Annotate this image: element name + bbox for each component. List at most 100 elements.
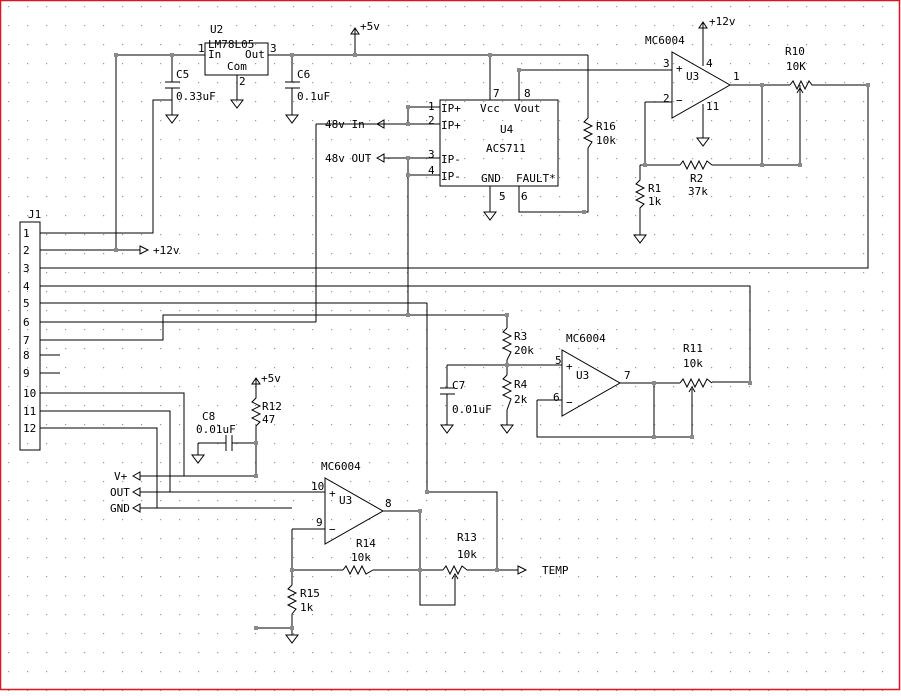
opamp-bottom-pin10: 10 xyxy=(311,480,324,493)
j1-pin-label: 6 xyxy=(23,316,30,329)
opamp-mid-pin5: 5 xyxy=(555,354,562,367)
r10-ref: R10 xyxy=(785,45,805,58)
opamp-top-plus: + xyxy=(676,62,683,75)
opamp-mid-ref: U3 xyxy=(576,369,589,382)
opamp-top-pin2: 2 xyxy=(663,92,670,105)
u4-pin3: 3 xyxy=(428,148,435,161)
gnd-u2-icon xyxy=(230,99,244,109)
u2-pin2: 2 xyxy=(239,75,246,88)
j1-pin-label: 11 xyxy=(23,405,36,418)
gnd-arrow-icon xyxy=(131,503,141,513)
r4-resistor: R4 2k xyxy=(500,374,528,434)
u4-ip2: IP+ xyxy=(441,119,461,132)
u4-pin7: 7 xyxy=(493,87,500,100)
opamp-bottom-ref: U3 xyxy=(339,494,352,507)
u2-regulator: U2 LM78L05 In Out Com 1 3 2 xyxy=(198,23,277,88)
r14-value: 10k xyxy=(351,551,371,564)
r16-value: 10k xyxy=(596,134,616,147)
c6-capacitor: C6 0.1uF xyxy=(285,68,330,124)
u2-ref: U2 xyxy=(210,23,223,36)
j1-ref: J1 xyxy=(28,208,41,221)
u2-pin1: 1 xyxy=(198,42,205,55)
opamp-bottom: + − U3 MC6004 10 9 8 xyxy=(311,460,392,545)
vplus-label: V+ xyxy=(114,470,128,483)
r12-resistor: +5v R12 47 xyxy=(250,372,282,476)
opamp-bottom-minus: − xyxy=(329,523,336,536)
r2-ref: R2 xyxy=(690,172,703,185)
c6-ref: C6 xyxy=(297,68,310,81)
c5-capacitor: C5 0.33uF xyxy=(165,68,216,124)
gnd-r4-icon xyxy=(500,424,514,434)
r2-value: 37k xyxy=(688,185,708,198)
c7-ref: C7 xyxy=(452,379,465,392)
r1-value: 1k xyxy=(648,195,662,208)
r13-potentiometer: R13 10k xyxy=(442,531,477,585)
c8-ref: C8 xyxy=(202,410,215,423)
r15-ref: R15 xyxy=(300,587,320,600)
opamp-mid: + − U3 MC6004 5 6 7 xyxy=(553,332,631,417)
opamp-mid-minus: − xyxy=(566,396,573,409)
u4-vout: Vout xyxy=(514,102,541,115)
r12-value: 47 xyxy=(262,413,275,426)
u4-pin8: 8 xyxy=(524,87,531,100)
c7-capacitor: C7 0.01uF xyxy=(440,379,492,434)
temp-label: TEMP xyxy=(542,564,569,577)
r3-value: 20k xyxy=(514,344,534,357)
r4-ref: R4 xyxy=(514,378,528,391)
out48-label: 48v OUT xyxy=(325,152,372,165)
plus5v-r12-label: +5v xyxy=(261,372,281,385)
gnd-c6-icon xyxy=(285,114,299,124)
out-label: OUT xyxy=(110,486,130,499)
j1-pin-label: 5 xyxy=(23,297,30,310)
opamp-bottom-pin8: 8 xyxy=(385,497,392,510)
u2-in-label: In xyxy=(208,48,221,61)
r16-resistor: R16 10k xyxy=(582,117,616,149)
u4-part: ACS711 xyxy=(486,142,526,155)
j1-pin-label: 10 xyxy=(23,387,36,400)
u4-ip3: IP- xyxy=(441,153,461,166)
out48-arrow-icon xyxy=(375,153,385,163)
plus5v-r12-arrow-icon xyxy=(251,377,261,385)
opamp-top-pin4: 4 xyxy=(706,57,713,70)
opamp-top-part: MC6004 xyxy=(645,34,685,47)
r1-ref: R1 xyxy=(648,182,661,195)
u2-part: LM78L05 xyxy=(208,38,254,51)
opamp-top-pin1: 1 xyxy=(733,70,740,83)
out-arrow-icon xyxy=(131,487,141,497)
r2-resistor: R2 37k xyxy=(679,159,713,198)
j1-pin-label: 12 xyxy=(23,422,36,435)
r14-ref: R14 xyxy=(356,537,376,550)
u4-gnd-label: GND xyxy=(481,172,501,185)
j1-pin-label: 7 xyxy=(23,334,30,347)
r1-resistor: R1 1k xyxy=(633,164,662,244)
r14-resistor: R14 10k xyxy=(342,537,376,576)
j1-pin-label: 3 xyxy=(23,262,30,275)
j1-pin-label: 4 xyxy=(23,280,30,293)
gnd-c8-icon xyxy=(191,454,205,464)
temp-arrow-icon xyxy=(517,565,528,575)
j1-pin-label: 2 xyxy=(23,244,30,257)
u4-pin2: 2 xyxy=(428,114,435,127)
opamp-top-pin3: 3 xyxy=(663,57,670,70)
u2-out-label: Out xyxy=(245,48,265,61)
plus12v-top-label: +12v xyxy=(709,15,736,28)
opamp-mid-plus: + xyxy=(566,360,573,373)
u4-pin4: 4 xyxy=(428,164,435,177)
r10-value: 10K xyxy=(786,60,806,73)
r3-ref: R3 xyxy=(514,330,527,343)
opamp-top-minus: − xyxy=(676,94,683,107)
r11-value: 10k xyxy=(683,357,703,370)
j1-connector: J1 xyxy=(19,208,41,451)
r4-value: 2k xyxy=(514,393,528,406)
r13-value: 10k xyxy=(457,548,477,561)
u4-ref: U4 xyxy=(500,123,514,136)
gnd-r1-icon xyxy=(633,234,647,244)
u2-com-label: Com xyxy=(227,60,247,73)
r15-value: 1k xyxy=(300,601,314,614)
plus12v-j1-label: +12v xyxy=(153,244,180,257)
u4-pin6: 6 xyxy=(521,190,528,203)
j1-pin-label: 1 xyxy=(23,227,30,240)
